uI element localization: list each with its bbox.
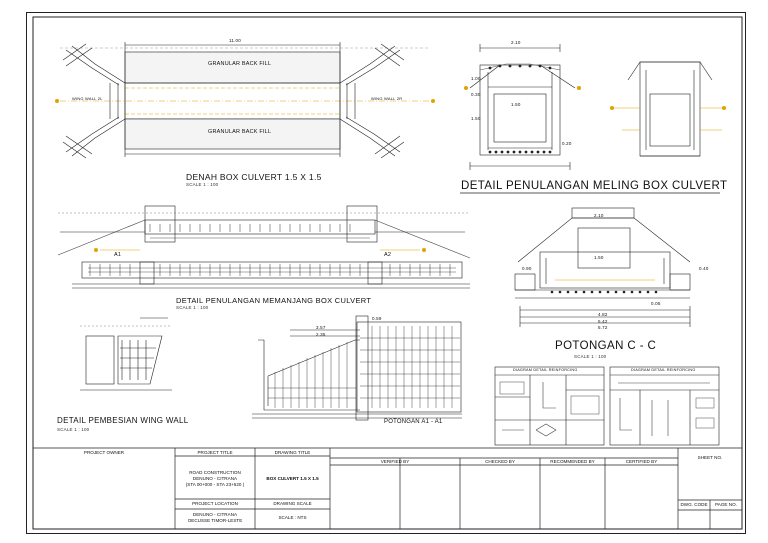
- potongan-c-scale: SCALE 1 : 100: [574, 354, 607, 359]
- plan-fill-bottom-label: GRANULAR BACK FILL: [208, 129, 272, 135]
- cross-section-right: [614, 61, 722, 157]
- dim-side-020: 0.20: [562, 141, 572, 146]
- tb-dwg-code: DWG. CODE: [680, 502, 708, 507]
- tb-project-title-1: ROAD CONSTRUCTION: [189, 470, 241, 475]
- tb-checked-by: CHECKED BY: [485, 459, 515, 464]
- tb-drawing-scale: SCALE : NTS: [278, 515, 307, 520]
- tb-project-title-3: (STA 00+000 - STA 23+520 ): [185, 482, 245, 487]
- potongan-a-title: POTONGAN A1 - A1: [384, 419, 443, 425]
- dim-side-150: 1.50: [471, 116, 481, 121]
- dim-c-542: 5.42: [598, 319, 608, 324]
- long-a2-label: A2: [384, 252, 392, 258]
- longitudinal-section: [57, 205, 471, 289]
- long-a1-label: A1: [114, 252, 122, 258]
- diagram-left-label: DIAGRAM DETAIL REINFORCING: [513, 368, 578, 372]
- dim-a-357: 3.57: [316, 325, 326, 330]
- rebar-dots-main: [488, 64, 552, 154]
- tb-recommended-by: RECOMMENDED BY: [550, 459, 595, 464]
- reinforcing-diagram-left: [494, 366, 605, 446]
- tb-page-no: PAGE NO.: [715, 502, 737, 507]
- plan-scale: SCALE 1 : 100: [186, 182, 219, 187]
- plan-fill-top-label: GRANULAR BACK FILL: [208, 61, 272, 67]
- potongan-c-c: [514, 207, 691, 327]
- dim-c-150: 1.50: [594, 255, 604, 260]
- cross-section-main: [469, 44, 576, 170]
- tb-project-location-label: PROJECT LOCATION: [192, 501, 238, 506]
- diagram-right-label: DIAGRAM DETAIL REINFORCING: [631, 368, 696, 372]
- plan-title: DENAH BOX CULVERT 1.5 X 1.5: [186, 172, 322, 182]
- wing-scale: SCALE 1 : 100: [57, 427, 90, 432]
- tb-project-owner: PROJECT OWNER: [83, 450, 125, 455]
- potongan-a1-a1: [252, 315, 462, 421]
- wing-left-label: WING WALL 2L: [72, 96, 103, 101]
- long-scale: SCALE 1 : 100: [176, 305, 209, 310]
- long-rebar-ticks: [89, 224, 451, 276]
- inner-frame: [32, 16, 743, 530]
- wing-title: DETAIL PEMBESIAN WING WALL: [57, 416, 189, 425]
- dim-c-572: 5.72: [598, 325, 608, 330]
- tb-project-location: DENUNO - CITRANA OECUSSE TIMOR-LESTE: [187, 512, 243, 523]
- dim-c-005: 0.05: [651, 301, 661, 306]
- tb-project-title-label: PROJECT TITLE: [197, 450, 233, 455]
- dim-a-235: 2.35: [316, 332, 326, 337]
- grid-markers: [55, 86, 726, 252]
- long-title: DETAIL PENULANGAN MEMANJANG BOX CULVERT: [176, 296, 372, 305]
- dim-top-210: 2.10: [511, 40, 521, 45]
- title-block-lines: [33, 447, 742, 529]
- dim-c-040: 0.40: [699, 266, 709, 271]
- tb-drawing-title: BOX CULVERT 1.5 X 1.5: [266, 476, 319, 481]
- dim-inner-150: 1.50: [511, 102, 521, 107]
- dim-side-030: 0.30: [471, 92, 481, 97]
- a1-rebar-grid: [268, 326, 460, 408]
- tb-sheet-no: SHEET NO.: [697, 455, 723, 460]
- tb-project-title-2: DENUNO - CITRANA: [192, 476, 238, 481]
- reinforcing-diagram-right: [609, 366, 720, 446]
- plan-length-dim: 11.00: [229, 38, 241, 43]
- drawing-sheet-border: [26, 12, 746, 534]
- dim-side-100: 1.00: [471, 76, 481, 81]
- potongan-c-title: POTONGAN C - C: [555, 340, 657, 352]
- section-main-title: DETAIL PENULANGAN MELING BOX CULVERT: [461, 180, 728, 192]
- wing-right-label: WING WALL 2R: [371, 96, 403, 101]
- rebar-dots-cc: [550, 290, 658, 294]
- tb-verified-by: VERIFIED BY: [380, 459, 410, 464]
- dim-a-059: 0.59: [372, 316, 382, 321]
- dim-c-090: 0.90: [522, 266, 532, 271]
- tb-drawing-title-label: DRAWING TITLE: [274, 450, 311, 455]
- dim-c-210: 2.10: [594, 213, 604, 218]
- dim-c-482: 4.82: [598, 312, 608, 317]
- tb-certified-by: CERTIFIED BY: [625, 459, 658, 464]
- tb-drawing-scale-label: DRAWING SCALE: [273, 501, 312, 506]
- plan-view: [60, 42, 430, 159]
- wing-wall-detail: [80, 317, 172, 391]
